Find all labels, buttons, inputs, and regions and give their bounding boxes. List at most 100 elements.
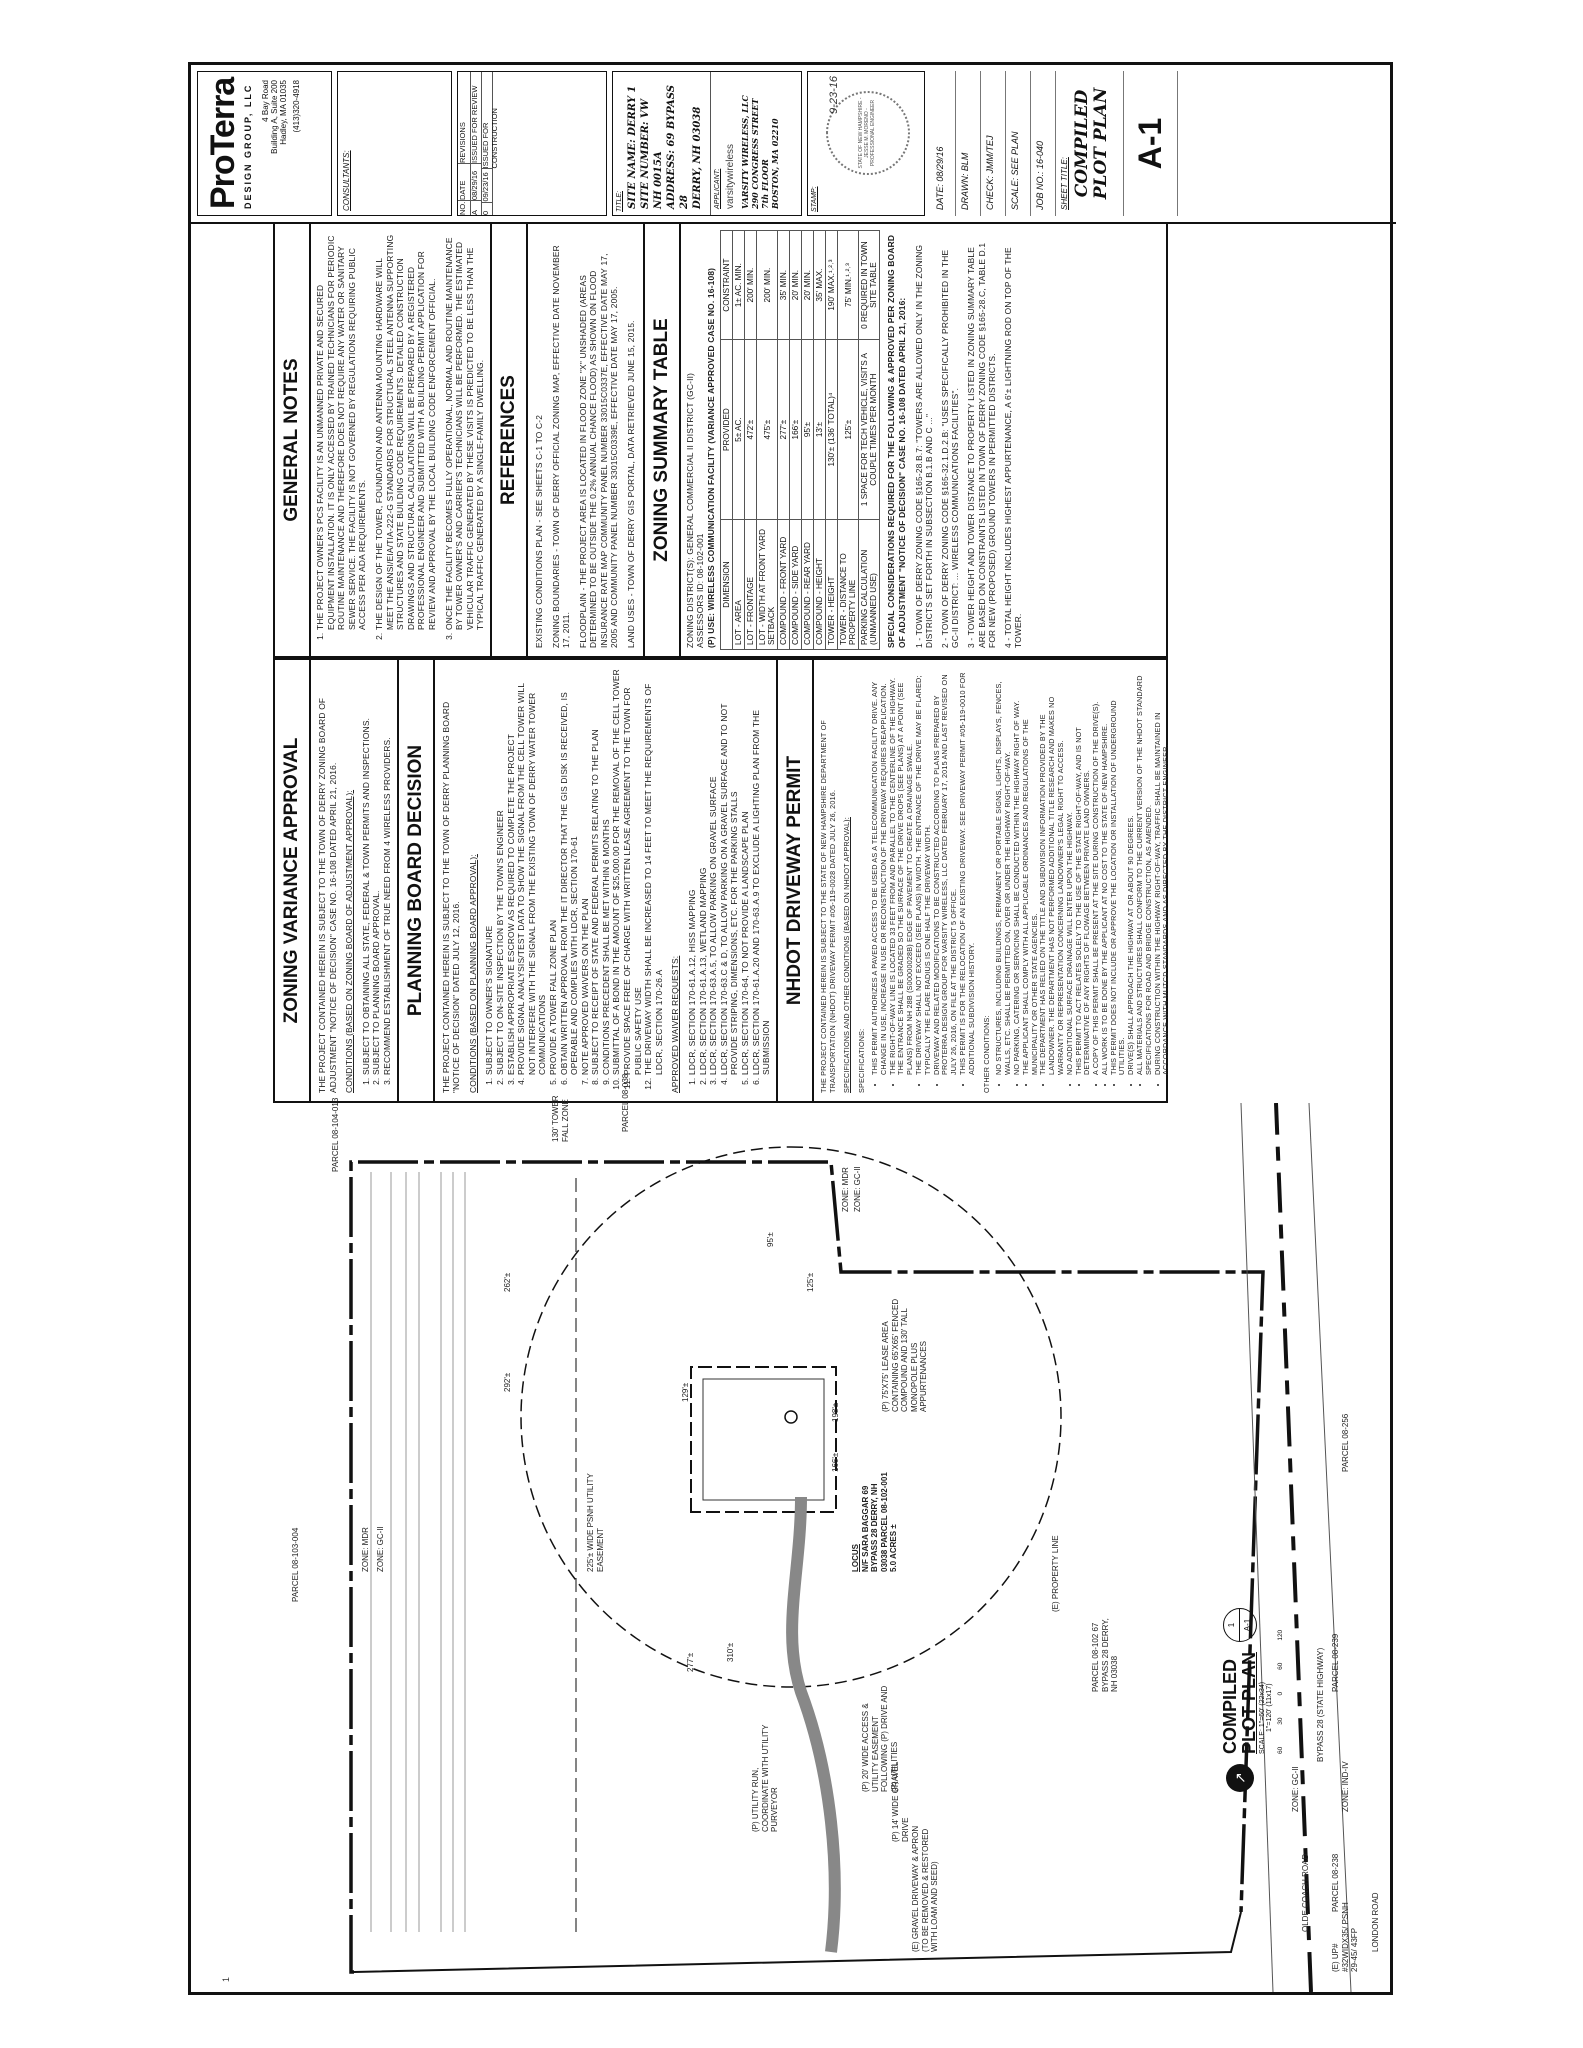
cell: COMPOUND - SIDE YARD [789, 519, 802, 650]
cell: 1± Ac. MIN. [732, 230, 745, 340]
firm-block: ProTerra DESIGN GROUP, LLC 4 Bay Road Bu… [197, 71, 332, 216]
nhdot-intro: THE PROJECT CONTAINED HEREIN IS SUBJECT … [818, 720, 837, 1093]
zoning-variance-conditions-heading: CONDITIONS (BASED ON ZONING BOARD OF ADJ… [344, 789, 355, 1093]
scale-bar: 60 30 0 60 120 [1277, 1552, 1284, 1754]
nhdot-spec: THIS PERMIT IS FOR THE RELOCATION OF AN … [958, 668, 977, 1075]
cell: 200' MIN. [744, 230, 757, 340]
sheet-title-label: SHEET TITLE: [1060, 157, 1069, 210]
stamp-signature-date: 9-23-16 [828, 76, 840, 114]
reference-item: EXISTING CONDITIONS PLAN - SEE SHEETS C-… [533, 414, 544, 648]
col-dimension: DIMENSION [720, 519, 733, 650]
cell: 1 SPACE FOR TECH VEHICLE, VISITS A COUPL… [858, 339, 880, 520]
scale-tick: 60 [1277, 1746, 1284, 1754]
cell: 13'± [813, 339, 826, 520]
dim-277: 277'± [686, 1652, 695, 1672]
road-label-london: LONDON ROAD [1371, 1892, 1380, 1952]
zv-condition: RECOMMEND ESTABLISHMENT OF TRUE NEED FRO… [382, 668, 393, 1075]
zone-label: ZONE: GC-II [1291, 1766, 1300, 1812]
title-info-block: TITLE: SITE NAME: DERRY 1 SITE NUMBER: V… [612, 71, 802, 216]
dim-262: 262'± [503, 1272, 512, 1292]
waiver-item: LDCR, SECTION 170-61.A.20 AND 170-63.A.9… [751, 668, 772, 1075]
nhdot-specs-label: SPECIFICATIONS: [857, 1028, 867, 1093]
pb-condition: SUBJECT TO RECEIPT OF STATE AND FEDERAL … [590, 668, 601, 1075]
zone-label: ZONE: IND-IV [1341, 1761, 1350, 1812]
tower-fall-zone [520, 1146, 1062, 1688]
revisions-block: NO. DATE REVISIONS A 08/29/16 ISSUED FOR… [457, 71, 607, 216]
rev-desc: ISSUED FOR REVIEW [470, 85, 479, 163]
scale-row: SCALE: SEE PLAN [1006, 71, 1031, 216]
drawn-value: BLM [960, 152, 970, 172]
pb-condition: SUBMITTAL OF A BOND IN THE AMOUNT OF $25… [611, 668, 622, 1075]
table-row: PARKING CALCULATION (UNMANNED USE)1 SPAC… [858, 230, 880, 650]
scale-label: SCALE: [1010, 177, 1020, 210]
job-row: JOB NO.: 16-040 [1031, 71, 1056, 216]
proposed-drive [786, 1496, 841, 1953]
sheet-info: DATE: 08/29/16 DRAWN: BLM CHECK: JMM/TEJ… [931, 71, 1178, 216]
waiver-item: LDCR, SECTION 170-61.A.12, HISS MAPPING [687, 668, 698, 1075]
job-value: 16-040 [1035, 140, 1045, 169]
cell: 35' MIN. [777, 230, 790, 340]
zone-label: ZONE: GC-II [376, 1526, 385, 1572]
nhdot-other: THIS PERMIT TO ACT RELATES SOLELY TO THE… [1074, 668, 1093, 1075]
parcel-label: PARCEL 08-102 67 BYPASS 28 DERRY, NH 030… [1091, 1618, 1119, 1692]
nhdot-spec: THE RIGHT-OF-WAY LINE IS LOCATED 33 FEET… [888, 668, 915, 1075]
site-city: DERRY, NH 03038 [692, 106, 703, 209]
consultants-block: CONSULTANTS: [337, 71, 452, 216]
applicant-label: APPLICANT: [714, 168, 721, 209]
rev-no: 0 [481, 201, 492, 215]
plot-plan-scale-2: 1"=120' (11x17) [1266, 1683, 1273, 1732]
rev-desc: ISSUED FOR CONSTRUCTION [481, 108, 499, 169]
waiver-item: LDCR, SECTION 170-64, TO NOT PROVIDE A L… [740, 668, 751, 1075]
waiver-item: LDCR, SECTION 170-61.A.13, WETLAND MAPPI… [698, 668, 709, 1075]
nhdot-spec: THE DRIVEWAY SHALL NOT EXCEED (SEE PLANS… [914, 668, 933, 1075]
applicant-city: BOSTON, MA 02210 [770, 118, 780, 209]
cell: TOWER - HEIGHT [825, 519, 838, 650]
general-note: THE PROJECT OWNER'S PCS FACILITY IS AN U… [315, 232, 368, 630]
cell: LOT - WIDTH AT FRONT YARD SETBACK [756, 519, 778, 650]
site-number: SITE NUMBER: VW NH 0015A [640, 99, 664, 209]
nhdot-spec: DRIVEWAY AND RELATED MODIFICATIONS TO BE… [932, 668, 959, 1075]
cell: COMPOUND - FRONT YARD [777, 519, 790, 650]
dim-95: 95'± [766, 1232, 775, 1247]
firm-subtitle: DESIGN GROUP, LLC [243, 83, 253, 209]
dim-292: 292'± [503, 1372, 512, 1392]
col-constraint: CONSTRAINT [720, 230, 733, 340]
planning-board-heading: PLANNING BOARD DECISION [396, 660, 435, 1101]
lease-area-label: (P) 75'x75' LEASE AREA CONTAINING 65'x65… [881, 1298, 928, 1412]
cell: PARKING CALCULATION (UNMANNED USE) [858, 519, 880, 650]
property-line-label: (E) PROPERTY LINE [1051, 1535, 1060, 1612]
revision-row: 0 09/23/16 ISSUED FOR CONSTRUCTION [481, 72, 499, 215]
date-label: DATE: [935, 184, 945, 210]
gravel-drive-label: (P) 14' WIDE GRAVEL DRIVE [891, 1761, 910, 1842]
sheet-number: A-1 [1123, 71, 1178, 216]
check-value: JMM/TEJ [985, 135, 995, 174]
nhdot-other: ALL MATERIALS AND STRUCTURES SHALL CONFO… [1135, 668, 1154, 1075]
reference-item: ZONING BOUNDARIES - TOWN OF DERRY OFFICI… [550, 245, 572, 648]
cell: 0 REQUIRED IN TOWN SITE TABLE [858, 230, 880, 340]
zoning-summary-table: DIMENSION PROVIDED CONSTRAINT LOT - AREA… [720, 230, 880, 650]
pb-condition: NOTE APPROVED WAIVERS ON THE PLAN [580, 668, 591, 1075]
rev-col-desc: REVISIONS [458, 122, 467, 163]
applicant-street: 290 CONGRESS STREET [750, 98, 760, 209]
zoning-district: ZONING DISTRICT(S): GENERAL COMMERCIAL I… [684, 372, 695, 648]
references-heading: REFERENCES [489, 224, 528, 656]
cell: 472'± [744, 339, 757, 520]
waiver-item: LDCR, SECTION 170-63.C & D, TO ALLOW PAR… [719, 668, 740, 1076]
job-label: JOB NO.: [1035, 171, 1045, 210]
rev-col-no: NO. [458, 200, 470, 215]
road-label-olde-coach: OLDE COACH ROAD [1301, 1853, 1310, 1932]
zone-label: ZONE: MDR [361, 1527, 370, 1572]
cell: 35' MAX. [813, 230, 826, 340]
applicant-logo: varsitywireless [725, 143, 736, 209]
applicant-name: VARSITY WIRELESS, LLC [740, 95, 750, 209]
scale-value: SEE PLAN [1010, 131, 1020, 176]
detail-sheet: A-1 [1243, 1618, 1252, 1632]
